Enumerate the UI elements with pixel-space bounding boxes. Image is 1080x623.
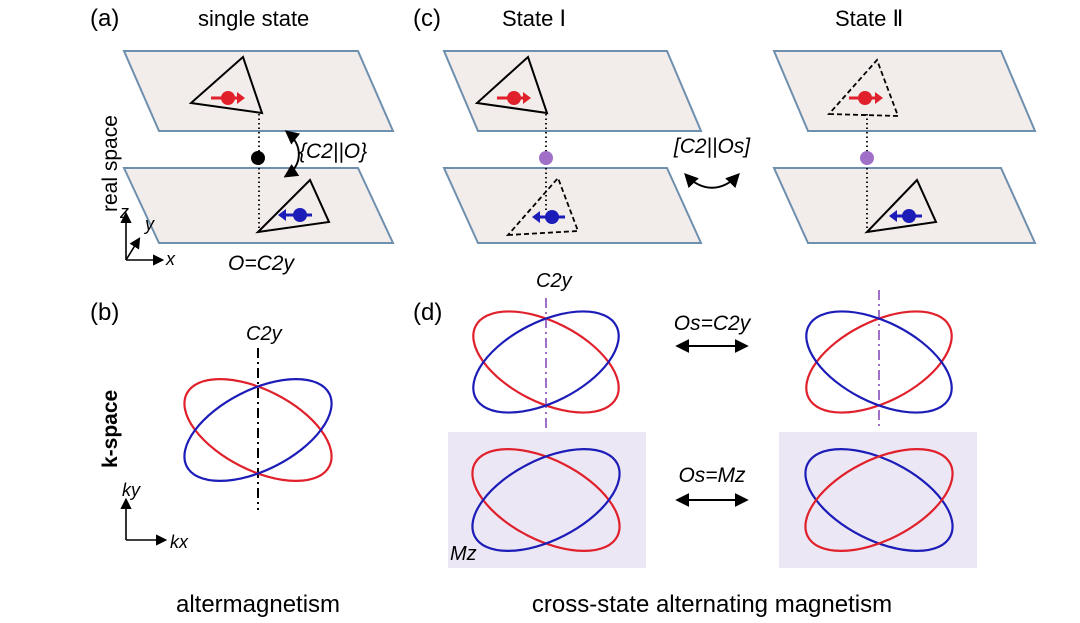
- state-1-upper-plane: [442, 50, 703, 132]
- blue-fermi-surface-b: [183, 378, 333, 482]
- upper-triangle: [188, 55, 264, 115]
- panel-d: (d) C2y Os=C2y Mz Os=Mz cross-state alte…: [413, 270, 977, 618]
- axis-y-label: y: [143, 214, 155, 234]
- panel-c: (c) State Ⅰ State Ⅱ [C2||Os]: [413, 5, 1037, 244]
- spin-up-arrowhead: [237, 92, 245, 104]
- panel-b-tag: (b): [90, 299, 119, 326]
- mirror-shade-left: [448, 432, 646, 568]
- state-1-spin-down-arrowhead: [532, 211, 540, 223]
- spin-down-atom: [293, 208, 307, 222]
- axis-x-label: x: [165, 249, 176, 269]
- spin-up-atom: [221, 91, 235, 105]
- state-1-spin-down-atom: [545, 210, 559, 224]
- panel-d-tag: (d): [413, 299, 442, 326]
- c2y-axis-label-b: C2y: [246, 323, 283, 345]
- operation-arrow: [283, 130, 301, 178]
- state-1-symmetry-center: [539, 151, 553, 165]
- state-1-lower-triangle: [505, 176, 580, 237]
- bottom-operation-label: Os=Mz: [678, 464, 746, 487]
- upper-plane: [122, 50, 395, 132]
- state-exchange-arrow: [684, 172, 740, 189]
- operation-label-c: [C2||Os]: [673, 135, 751, 158]
- origin-label: O=C2y: [228, 252, 295, 275]
- caption-right: cross-state alternating magnetism: [532, 591, 892, 618]
- panel-a: (a) single state real space {C2||O} z y …: [90, 5, 395, 275]
- axis-kx-label: kx: [170, 532, 189, 552]
- red-fermi-surface-d3: [471, 448, 621, 552]
- panel-c-tag: (c): [413, 5, 441, 32]
- red-fermi-surface-d4: [804, 448, 954, 552]
- state-2-title: State Ⅱ: [835, 6, 903, 31]
- state-1-spin-up-arrowhead: [523, 92, 531, 104]
- panel-b: (b) k-space C2y ky kx altermagnetism: [90, 299, 340, 618]
- top-operation-label: Os=C2y: [674, 312, 752, 335]
- blue-fermi-surface-d3: [471, 448, 621, 552]
- real-space-axes: [120, 211, 165, 266]
- state-2-symmetry-center: [860, 151, 874, 165]
- state-2-spin-up-arrowhead: [875, 92, 883, 104]
- state-2-lower-triangle: [864, 178, 938, 234]
- k-space-label: k-space: [99, 390, 122, 468]
- inversion-center: [251, 151, 265, 165]
- state-1-upper-triangle: [474, 55, 549, 115]
- state-2-upper-plane: [772, 50, 1037, 132]
- blue-fermi-surface-d2: [805, 310, 953, 414]
- axis-ky-label: ky: [122, 480, 141, 500]
- mirror-label: Mz: [450, 543, 477, 565]
- state-1-spin-up-atom: [507, 91, 521, 105]
- real-space-label: real space: [99, 115, 122, 212]
- axis-z-label: z: [119, 202, 129, 222]
- red-fermi-surface-b: [183, 378, 333, 482]
- panel-a-tag: (a): [90, 5, 119, 32]
- red-fermi-surface-d2: [805, 310, 953, 414]
- state-2-spin-up-atom: [858, 91, 872, 105]
- state-1-title: State Ⅰ: [502, 6, 566, 31]
- state-1-lower-plane: [442, 167, 703, 244]
- c2y-axis-label-d: C2y: [536, 270, 573, 292]
- operation-label-a: {C2||O}: [299, 140, 367, 163]
- state-2-spin-down-atom: [902, 209, 916, 223]
- state-2-spin-down-arrowhead: [889, 210, 897, 222]
- red-fermi-surface-d1: [472, 310, 620, 414]
- blue-fermi-surface-d1: [472, 310, 620, 414]
- state-2-upper-triangle: [827, 58, 900, 117]
- k-space-axes: [120, 497, 168, 546]
- lower-triangle: [255, 178, 331, 234]
- state-2-lower-plane: [772, 167, 1037, 244]
- blue-fermi-surface-d4: [804, 448, 954, 552]
- mirror-shade-right: [779, 432, 977, 568]
- spin-down-arrowhead: [278, 209, 286, 221]
- panel-a-title: single state: [198, 6, 309, 31]
- caption-left: altermagnetism: [176, 591, 340, 618]
